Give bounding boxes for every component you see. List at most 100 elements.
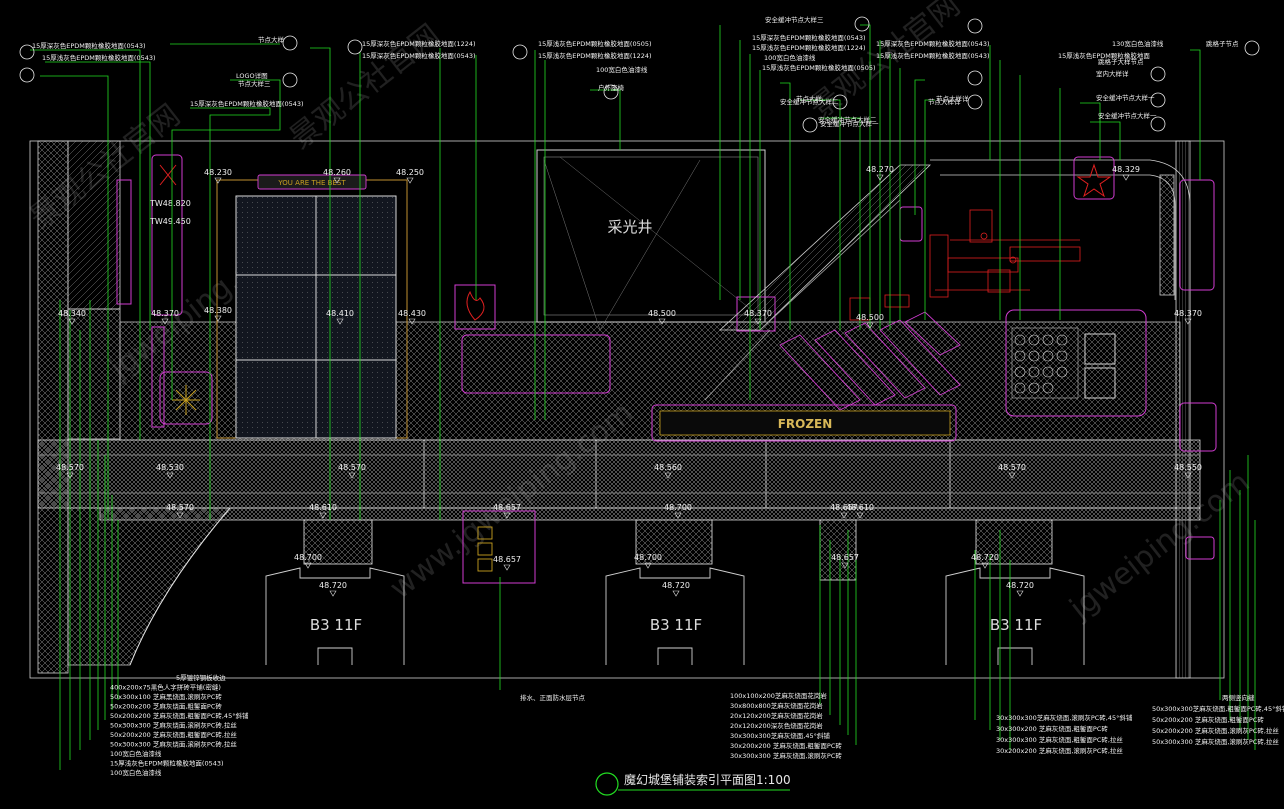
snowflake-icon [172, 385, 200, 415]
callout-text: 节点大样详 [936, 94, 969, 103]
note-right: 30x300x200 芝麻灰烧面,粗錾面PC砖 [996, 724, 1108, 733]
note-mid: 20x120x200芝麻灰烧面花岗岩 [730, 711, 823, 720]
note-mid: 30x300x300 芝麻灰烧面,滚刷灰PC砖 [730, 751, 842, 760]
magenta-features [116, 154, 1217, 584]
level-marker [68, 318, 76, 325]
callout-text: 15厚浅灰色EPDM颗粒橡胶地面(1224) [538, 51, 652, 60]
level-label: 48.720 [971, 553, 999, 562]
note-far-right: 50x200x200 芝麻灰烧面,粗錾面PC砖 [1152, 715, 1264, 724]
towers [265, 519, 1085, 665]
level-marker [866, 322, 874, 329]
level-label: 48.550 [1174, 463, 1202, 472]
level-marker [304, 562, 312, 569]
level-label: 48.500 [856, 313, 884, 322]
callout-text: 节点大样详 [928, 97, 961, 106]
level-marker [840, 512, 848, 519]
level-marker [664, 472, 672, 479]
game-board [1011, 327, 1116, 399]
top-callout-texts: 15厚深灰色EPDM颗粒橡胶地面(0543) 15厚浅灰色EPDM颗粒橡胶地面(0… [32, 15, 1239, 128]
watermark-text: 景观公社官网 [283, 18, 446, 156]
note-right: 30x300x300 芝麻灰烧面,粗錾面PC砖,拉丝 [996, 735, 1123, 744]
callout-text: 安全缓冲节点大样一 [1098, 111, 1157, 120]
level-marker [176, 512, 184, 519]
callout-text: 安全缓冲节点大样二 [780, 97, 839, 106]
diagonal-ramp [704, 164, 961, 411]
level-label: 48.430 [398, 309, 426, 318]
level-marker [406, 177, 414, 184]
level-marker [319, 512, 327, 519]
callout-text: 跳格子节点 [1206, 39, 1239, 48]
level-label: 48.720 [1006, 581, 1034, 590]
level-marker [672, 590, 680, 597]
callout-text: 跳格子大样节点 [1098, 57, 1144, 66]
level-label: 48.657 [493, 555, 521, 564]
note-mid: 30x300x300芝麻灰烧面,45°斜铺 [730, 731, 830, 740]
level-label: 48.700 [634, 553, 662, 562]
level-label: 48.720 [662, 581, 690, 590]
level-label: 48.270 [866, 165, 894, 174]
callout-markers [19, 16, 1260, 796]
drain-note: 排水、正面防水层节点 [520, 693, 586, 702]
level-marker [66, 472, 74, 479]
level-marker [876, 174, 884, 181]
level-marker [214, 177, 222, 184]
star-icon [1076, 163, 1112, 198]
callout-text: 15厚浅灰色EPDM颗粒橡胶地面(0505) [538, 39, 652, 48]
drawing-title: 魔幻城堡铺装索引平面图 [624, 772, 756, 787]
level-marker [333, 177, 341, 184]
skylight-label: 采光井 [607, 218, 652, 236]
level-marker [841, 562, 849, 569]
callout-text: 15厚浅灰色EPDM颗粒橡胶地面(1224) [752, 43, 866, 52]
callout-text: 15厚深灰色EPDM颗粒橡胶地面(0543) [752, 33, 866, 42]
level-label: 48.570 [166, 503, 194, 512]
level-marker [1008, 472, 1016, 479]
callout-text: 15厚浅灰色EPDM颗粒橡胶地面(0543) [42, 53, 156, 62]
level-label: 48.610 [309, 503, 337, 512]
level-label: 48.530 [156, 463, 184, 472]
callout-text: 室内大样详 [1096, 69, 1129, 78]
level-marker [161, 318, 169, 325]
level-label: 48.340 [58, 309, 86, 318]
level-label: 48.657 [830, 503, 858, 512]
level-marker [644, 562, 652, 569]
red-x-icon [159, 164, 177, 186]
level-label: 48.250 [396, 168, 424, 177]
level-label: 48.700 [664, 503, 692, 512]
note-left: 15厚浅灰色EPDM颗粒橡胶地面(0543) [110, 759, 224, 768]
level-label: 48.570 [56, 463, 84, 472]
callout-text: 安全缓冲节点大样三 [765, 15, 824, 24]
level-label: 48.700 [294, 553, 322, 562]
level-label: 48.657 [493, 503, 521, 512]
callout-text: 节点大样 [796, 94, 823, 103]
callout-text: 安全缓冲节点大样一 [1096, 93, 1155, 102]
level-label: 48.329 [1112, 165, 1140, 174]
level-marker [674, 512, 682, 519]
play-structure [849, 209, 1081, 321]
level-marker [1016, 590, 1024, 597]
leader-lines [30, 24, 1256, 770]
level-label: 48.610 [846, 503, 874, 512]
level-marker [754, 318, 762, 325]
note-left: 50x200x200 芝麻灰烧面,粗錾面PC砖,45°斜铺 [110, 711, 249, 720]
callout-text: 安全缓冲节点大样一 [820, 119, 879, 128]
level-marker [329, 590, 337, 597]
level-label: 48.260 [323, 168, 351, 177]
callout-text: 户外座椅 [598, 83, 625, 92]
note-far-right: 50x300x300 芝麻灰烧面,滚刷灰PC砖,拉丝 [1152, 737, 1279, 746]
level-marker [658, 318, 666, 325]
note-right: 30x300x300芝麻灰烧面,滚刷灰PC砖,45°斜铺 [996, 713, 1133, 722]
tower-label-1: B3 11F [310, 616, 362, 634]
callout-text: 15厚深灰色EPDM颗粒橡胶地面(0543) [362, 51, 476, 60]
note-left: 5厚镀锌钢板收边 [176, 673, 226, 682]
callout-text: 100宽白色油漆线 [764, 53, 816, 62]
note-mid: 100x100x200芝麻灰烧面花岗岩 [730, 691, 827, 700]
callout-text: 节点大样 [258, 35, 285, 44]
callout-text: 130宽白色油漆线 [1112, 39, 1164, 48]
level-marker [856, 512, 864, 519]
tw-label-2: TW49.450 [149, 217, 191, 226]
level-label: 48.410 [326, 309, 354, 318]
tw-label-1: TW48.820 [149, 199, 191, 208]
level-label: 48.370 [744, 309, 772, 318]
level-label: 48.370 [1174, 309, 1202, 318]
